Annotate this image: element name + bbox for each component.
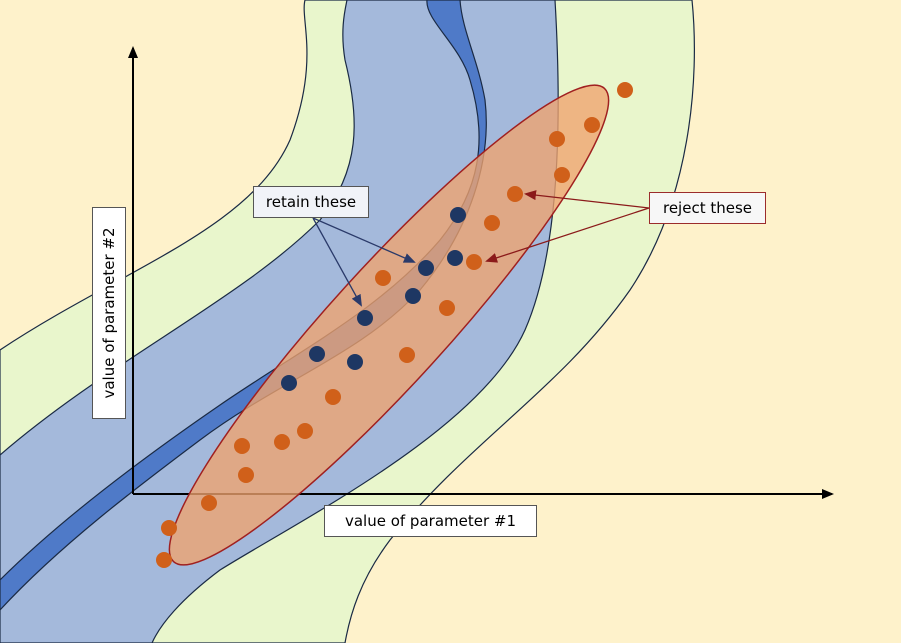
retain-annotation: retain these bbox=[253, 186, 369, 218]
retained-point bbox=[309, 346, 325, 362]
reject-arrow bbox=[485, 207, 650, 263]
y-axis-label: value of parameter #2 bbox=[100, 227, 118, 399]
reject-annotation: reject these bbox=[649, 192, 766, 224]
rejected-point bbox=[234, 438, 250, 454]
rejected-point bbox=[549, 131, 565, 147]
retained-points bbox=[281, 207, 466, 391]
retained-point bbox=[281, 375, 297, 391]
retained-point bbox=[450, 207, 466, 223]
rejected-point bbox=[156, 552, 172, 568]
retained-point bbox=[418, 260, 434, 276]
rejected-point bbox=[297, 423, 313, 439]
retained-point bbox=[405, 288, 421, 304]
retained-point bbox=[357, 310, 373, 326]
rejected-point bbox=[399, 347, 415, 363]
rejected-point bbox=[484, 215, 500, 231]
rejected-point bbox=[274, 434, 290, 450]
rejected-point bbox=[161, 520, 177, 536]
rejected-point bbox=[507, 186, 523, 202]
reject-arrow bbox=[524, 190, 650, 209]
retained-point bbox=[347, 354, 363, 370]
y-axis-label-box: value of parameter #2 bbox=[92, 207, 126, 419]
retain-arrow bbox=[312, 217, 416, 263]
rejected-point bbox=[584, 117, 600, 133]
x-axis-label: value of parameter #1 bbox=[324, 505, 537, 537]
rejected-point bbox=[466, 254, 482, 270]
retained-point bbox=[447, 250, 463, 266]
rejected-points bbox=[156, 82, 633, 568]
rejected-point bbox=[375, 270, 391, 286]
rejected-point bbox=[439, 300, 455, 316]
rejected-point bbox=[201, 495, 217, 511]
rejected-point bbox=[238, 467, 254, 483]
retain-arrow bbox=[312, 217, 362, 307]
rejected-point bbox=[325, 389, 341, 405]
rejected-point bbox=[554, 167, 570, 183]
rejected-point bbox=[617, 82, 633, 98]
